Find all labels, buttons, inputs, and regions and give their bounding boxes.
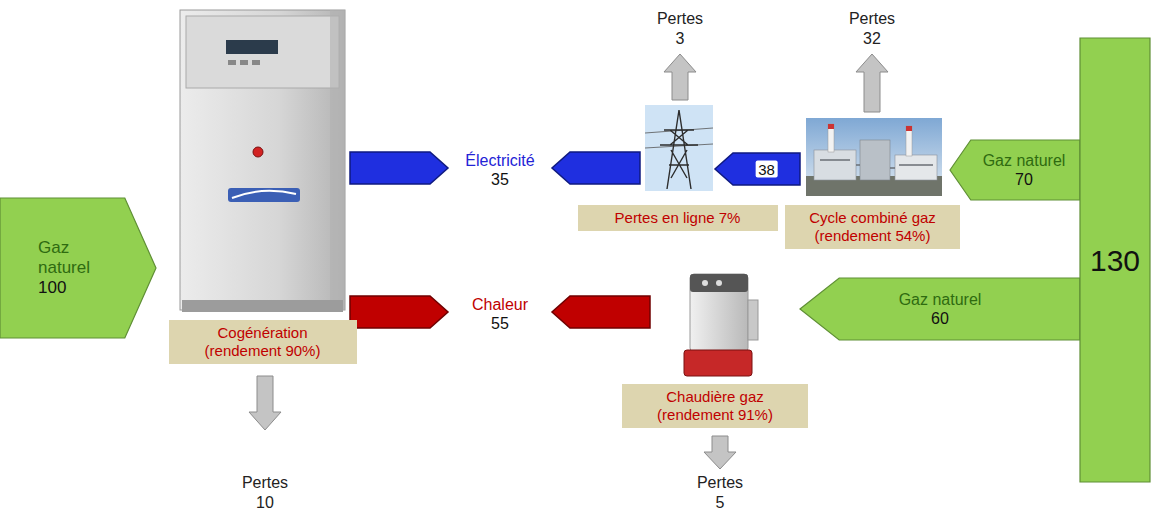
boiler-body (690, 274, 748, 352)
cabinet-button (228, 60, 236, 65)
caption-box: Chaudière gaz (rendement 91%) (622, 384, 808, 428)
flow-value: 38 (755, 161, 778, 178)
node-value: 35 (491, 170, 509, 189)
node-title: Gaz naturel (983, 151, 1066, 170)
flow-arrow (350, 296, 448, 328)
cabinet-button (240, 60, 248, 65)
node-text-wrap: Gaz naturel70 (950, 140, 1080, 200)
cabinet-red-button (253, 147, 263, 157)
cogeneration-unit-picture (180, 10, 345, 312)
boiler-knob (716, 280, 722, 286)
equipment-caption: Cogénération (rendement 90%) (187, 324, 339, 360)
node-value: 60 (931, 309, 949, 328)
gas-input-arrow: Gaz naturel70 (950, 140, 1080, 200)
flow-label-node: Électricité35 (448, 148, 552, 192)
plant-building (860, 140, 890, 180)
total-gas-box: 130 (1080, 38, 1150, 482)
plant-building (814, 150, 856, 180)
loss-arrow (704, 436, 736, 469)
loss-label: Pertes (697, 474, 743, 492)
plant-chimney-band (906, 126, 912, 131)
pylon-sky (645, 105, 713, 191)
node-outline-shape (1080, 38, 1150, 482)
node-value: 55 (491, 314, 509, 333)
loss-arrow (856, 54, 888, 112)
plant-sky (806, 118, 942, 196)
node-outline (950, 140, 1080, 200)
equipment-node: Chaudière gaz (rendement 91%) (650, 262, 780, 382)
node-value: 70 (1015, 170, 1033, 189)
cabinet-button (252, 60, 260, 65)
equipment-caption: Cycle combiné gaz (rendement 54%) (793, 209, 952, 245)
cabinet-logo (228, 188, 300, 202)
loss-label: Pertes (849, 10, 895, 28)
plant-building (895, 155, 937, 180)
boiler-panel (690, 274, 748, 292)
plant-pipes (820, 160, 933, 168)
pylon-structure (660, 110, 698, 189)
loss-arrow (664, 54, 696, 100)
plant-chimney (906, 126, 912, 156)
node-text-wrap: Chaleur55 (448, 292, 552, 336)
node-outline-shape (800, 278, 1080, 340)
flow-arrow (552, 152, 640, 184)
boiler-picture (684, 274, 758, 376)
node-text-wrap: Gaz naturel100 (0, 198, 156, 338)
node-outline-shape (950, 140, 1080, 200)
loss-label: Pertes (657, 10, 703, 28)
node-outline-shape (0, 198, 156, 338)
node-title: Gaz naturel (899, 290, 982, 309)
caption-box: Cycle combiné gaz (rendement 54%) (785, 205, 960, 249)
boiler-pipe (748, 300, 758, 340)
caption-box: Pertes en ligne 7% (578, 205, 778, 231)
flow-label-node: Chaleur55 (448, 292, 552, 336)
plant-chimney-band (828, 124, 834, 129)
loss-value: 3 (676, 30, 685, 48)
equipment-node: Cogénération (rendement 90%) (175, 8, 350, 318)
cabinet-display (226, 40, 278, 54)
cabinet-base (182, 300, 343, 312)
node-outline (1080, 38, 1150, 482)
equipment-caption: Pertes en ligne 7% (586, 209, 770, 227)
gas-input-arrow: Gaz naturel100 (0, 198, 156, 338)
node-title: Électricité (465, 151, 534, 170)
gas-input-arrow: Gaz naturel60 (800, 278, 1080, 340)
cabinet-side (330, 10, 345, 310)
caption-box: Cogénération (rendement 90%) (169, 320, 357, 364)
cabinet-panel (186, 16, 339, 88)
cabinet-logo-swoosh (232, 191, 296, 198)
equipment-caption: Chaudière gaz (rendement 91%) (636, 388, 794, 424)
node-title: Gaz naturel (38, 238, 116, 278)
node-text-wrap: Électricité35 (448, 148, 552, 192)
node-outline (0, 198, 156, 338)
node-outline (800, 278, 1080, 340)
flow-arrow (552, 296, 650, 328)
loss-value: 5 (716, 494, 725, 512)
plant-chimney (828, 124, 834, 152)
node-title: Chaleur (472, 295, 528, 314)
loss-value: 10 (256, 494, 274, 512)
boiler-knob (702, 280, 708, 286)
equipment-node: Pertes en ligne 7% (640, 100, 715, 195)
node-title: 130 (1090, 243, 1140, 278)
node-value: 100 (38, 278, 66, 298)
boiler-burner (684, 350, 752, 376)
node-text-wrap: Gaz naturel60 (800, 278, 1080, 340)
loss-label: Pertes (242, 474, 288, 492)
loss-arrow (249, 376, 281, 430)
power-plant-picture (806, 118, 942, 196)
cabinet-body (180, 10, 345, 310)
equipment-node: Cycle combiné gaz (rendement 54%) (800, 115, 945, 199)
flow-arrow (350, 152, 448, 184)
loss-value: 32 (863, 30, 881, 48)
pylon-picture (645, 105, 713, 191)
node-text-wrap: 130 (1080, 38, 1150, 482)
flow-arrow (715, 153, 800, 185)
